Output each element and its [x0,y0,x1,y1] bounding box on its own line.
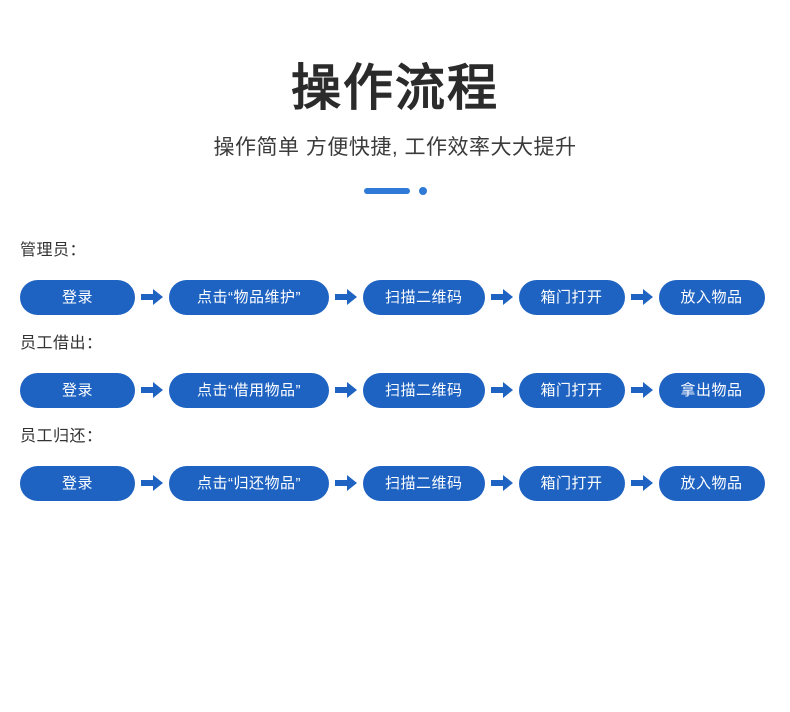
flow-step-2[interactable]: 点击“物品维护” [169,279,329,315]
flow-group-borrow: 员工借出： 登录 点击“借用物品” 扫描二维码 箱门打开 [20,334,785,408]
arrow-right-icon [135,382,169,398]
flow-row: 登录 点击“归还物品” 扫描二维码 箱门打开 [20,465,785,501]
header-decoration [0,186,790,195]
flow-step-5[interactable]: 拿出物品 [658,372,765,408]
arrow-right-icon [135,475,169,491]
flow-step-4[interactable]: 箱门打开 [518,465,625,501]
page-title: 操作流程 [291,60,499,116]
flow-step-5[interactable]: 放入物品 [658,279,765,315]
arrow-right-icon [485,289,519,305]
flow-row: 登录 点击“物品维护” 扫描二维码 箱门打开 [20,279,785,315]
flow-row: 登录 点击“借用物品” 扫描二维码 箱门打开 [20,372,785,408]
flow-step-3[interactable]: 扫描二维码 [363,279,485,315]
page-subtitle: 操作简单 方便快捷, 工作效率大大提升 [213,135,577,159]
flow-step-2[interactable]: 点击“归还物品” [169,465,329,501]
flow-step-1[interactable]: 登录 [20,465,135,501]
flow-group-return: 员工归还： 登录 点击“归还物品” 扫描二维码 箱门打开 [20,427,785,501]
flow-section: 管理员： 登录 点击“物品维护” 扫描二维码 箱门打开 [0,241,790,501]
flow-group-label: 员工借出： [20,334,103,352]
flow-group-admin: 管理员： 登录 点击“物品维护” 扫描二维码 箱门打开 [20,241,785,315]
arrow-right-icon [485,475,519,491]
arrow-right-icon [625,475,659,491]
arrow-right-icon [329,382,363,398]
flow-step-3[interactable]: 扫描二维码 [363,465,485,501]
arrow-right-icon [135,289,169,305]
flow-step-1[interactable]: 登录 [20,372,135,408]
flow-step-2[interactable]: 点击“借用物品” [169,372,329,408]
arrow-right-icon [485,382,519,398]
flow-step-5[interactable]: 放入物品 [658,465,765,501]
arrow-right-icon [329,289,363,305]
flow-step-3[interactable]: 扫描二维码 [363,372,485,408]
arrow-right-icon [625,289,659,305]
arrow-right-icon [329,475,363,491]
flow-step-4[interactable]: 箱门打开 [518,372,625,408]
flow-step-4[interactable]: 箱门打开 [518,279,625,315]
flow-group-label: 员工归还： [20,427,103,445]
flow-group-label: 管理员： [20,241,87,259]
accent-dot-icon [418,186,427,195]
page-header: 操作流程 操作简单 方便快捷, 工作效率大大提升 [0,0,790,195]
flow-step-1[interactable]: 登录 [20,279,135,315]
arrow-right-icon [625,382,659,398]
accent-bar-icon [363,187,410,194]
